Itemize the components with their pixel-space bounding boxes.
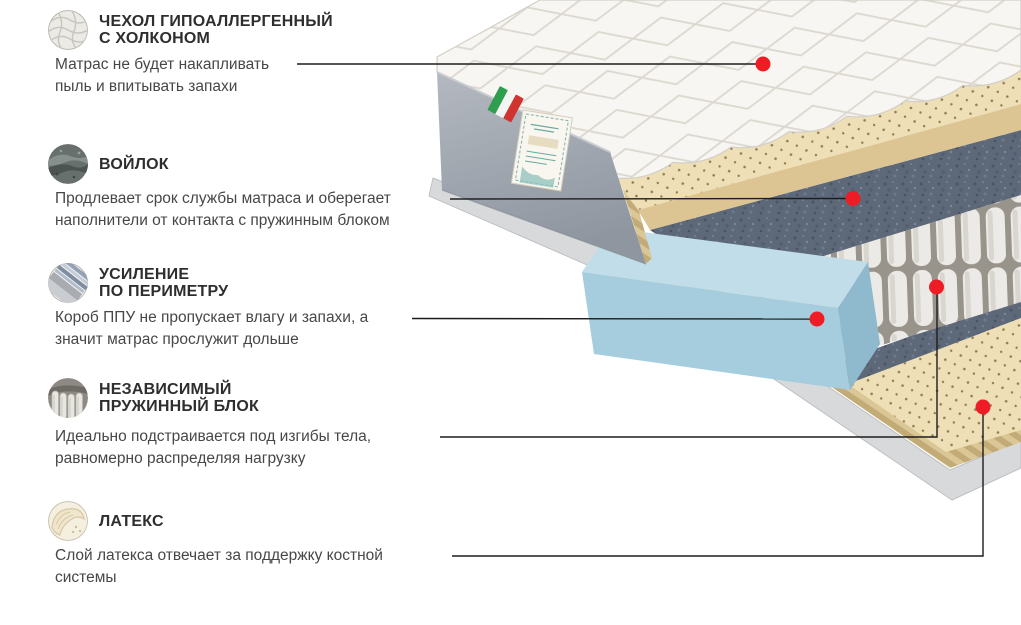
feature-cover: ЧЕХОЛ ГИПОАЛЛЕРГЕННЫЙ С ХОЛКОНОМ Матрас …	[48, 10, 478, 98]
feature-perimeter-reinforcement: УСИЛЕНИЕ ПО ПЕРИМЕТРУ Короб ППУ не пропу…	[48, 263, 478, 351]
feature-description: Идеально подстраивается под изгибы тела,…	[55, 428, 372, 467]
perimeter-reinforcement-icon	[48, 263, 88, 303]
italy-flag-ribbon	[487, 86, 524, 123]
feature-description: Слой латекса отвечает за поддержку костн…	[55, 547, 383, 586]
feature-title: ЧЕХОЛ ГИПОАЛЛЕРГЕННЫЙ С ХОЛКОНОМ	[99, 13, 333, 47]
felt-icon	[48, 144, 88, 184]
pocket-springs-icon	[48, 378, 88, 418]
product-tag	[510, 109, 573, 192]
feature-title: ВОЙЛОК	[99, 155, 169, 173]
cover-layer	[436, 0, 1021, 179]
feature-title: ЛАТЕКС	[99, 512, 164, 530]
feature-felt: ВОЙЛОК Продлевает срок службы матраса и …	[48, 144, 478, 232]
quilted-cover-icon	[48, 10, 88, 50]
feature-title: УСИЛЕНИЕ ПО ПЕРИМЕТРУ	[99, 266, 229, 300]
feature-description: Матрас не будет накапливать пыль и впиты…	[55, 56, 270, 95]
feature-description: Короб ППУ не пропускает влагу и запахи, …	[55, 309, 369, 348]
feature-description: Продлевает срок службы матраса и оберега…	[55, 190, 391, 229]
feature-title: НЕЗАВИСИМЫЙ ПРУЖИННЫЙ БЛОК	[99, 381, 259, 415]
latex-icon	[48, 501, 88, 541]
feature-latex: ЛАТЕКС Слой латекса отвечает за поддержк…	[48, 501, 478, 589]
feature-spring-block: НЕЗАВИСИМЫЙ ПРУЖИННЫЙ БЛОК Идеально подс…	[48, 378, 478, 470]
